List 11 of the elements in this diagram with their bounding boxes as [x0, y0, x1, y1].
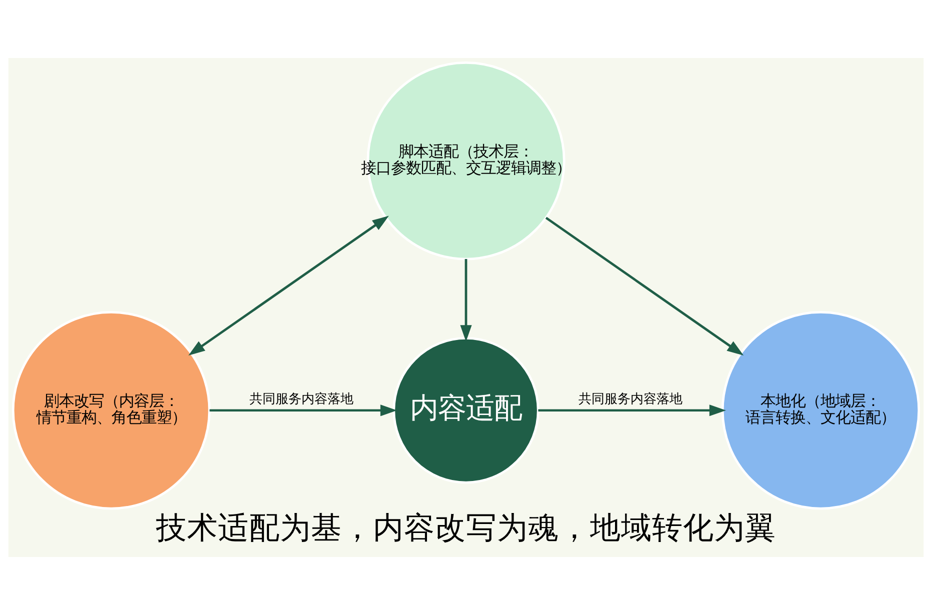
node-circle: 本地化（地域层： 语言转换、文化适配） — [721, 311, 920, 510]
arrow — [210, 404, 397, 416]
node-circle: 剧本改写（内容层： 情节重构、角色重塑） — [12, 311, 211, 510]
arrow — [460, 259, 472, 342]
arrow — [188, 216, 389, 356]
edge-label: 共同服务内容落地 — [578, 392, 682, 408]
node-circle: 内容适配 — [392, 337, 540, 484]
arrow — [545, 216, 744, 356]
edge-label: 共同服务内容落地 — [250, 392, 354, 408]
caption: 技术适配为基，内容改写为魂，地域转化为翼 — [156, 510, 776, 546]
arrow — [538, 404, 726, 416]
